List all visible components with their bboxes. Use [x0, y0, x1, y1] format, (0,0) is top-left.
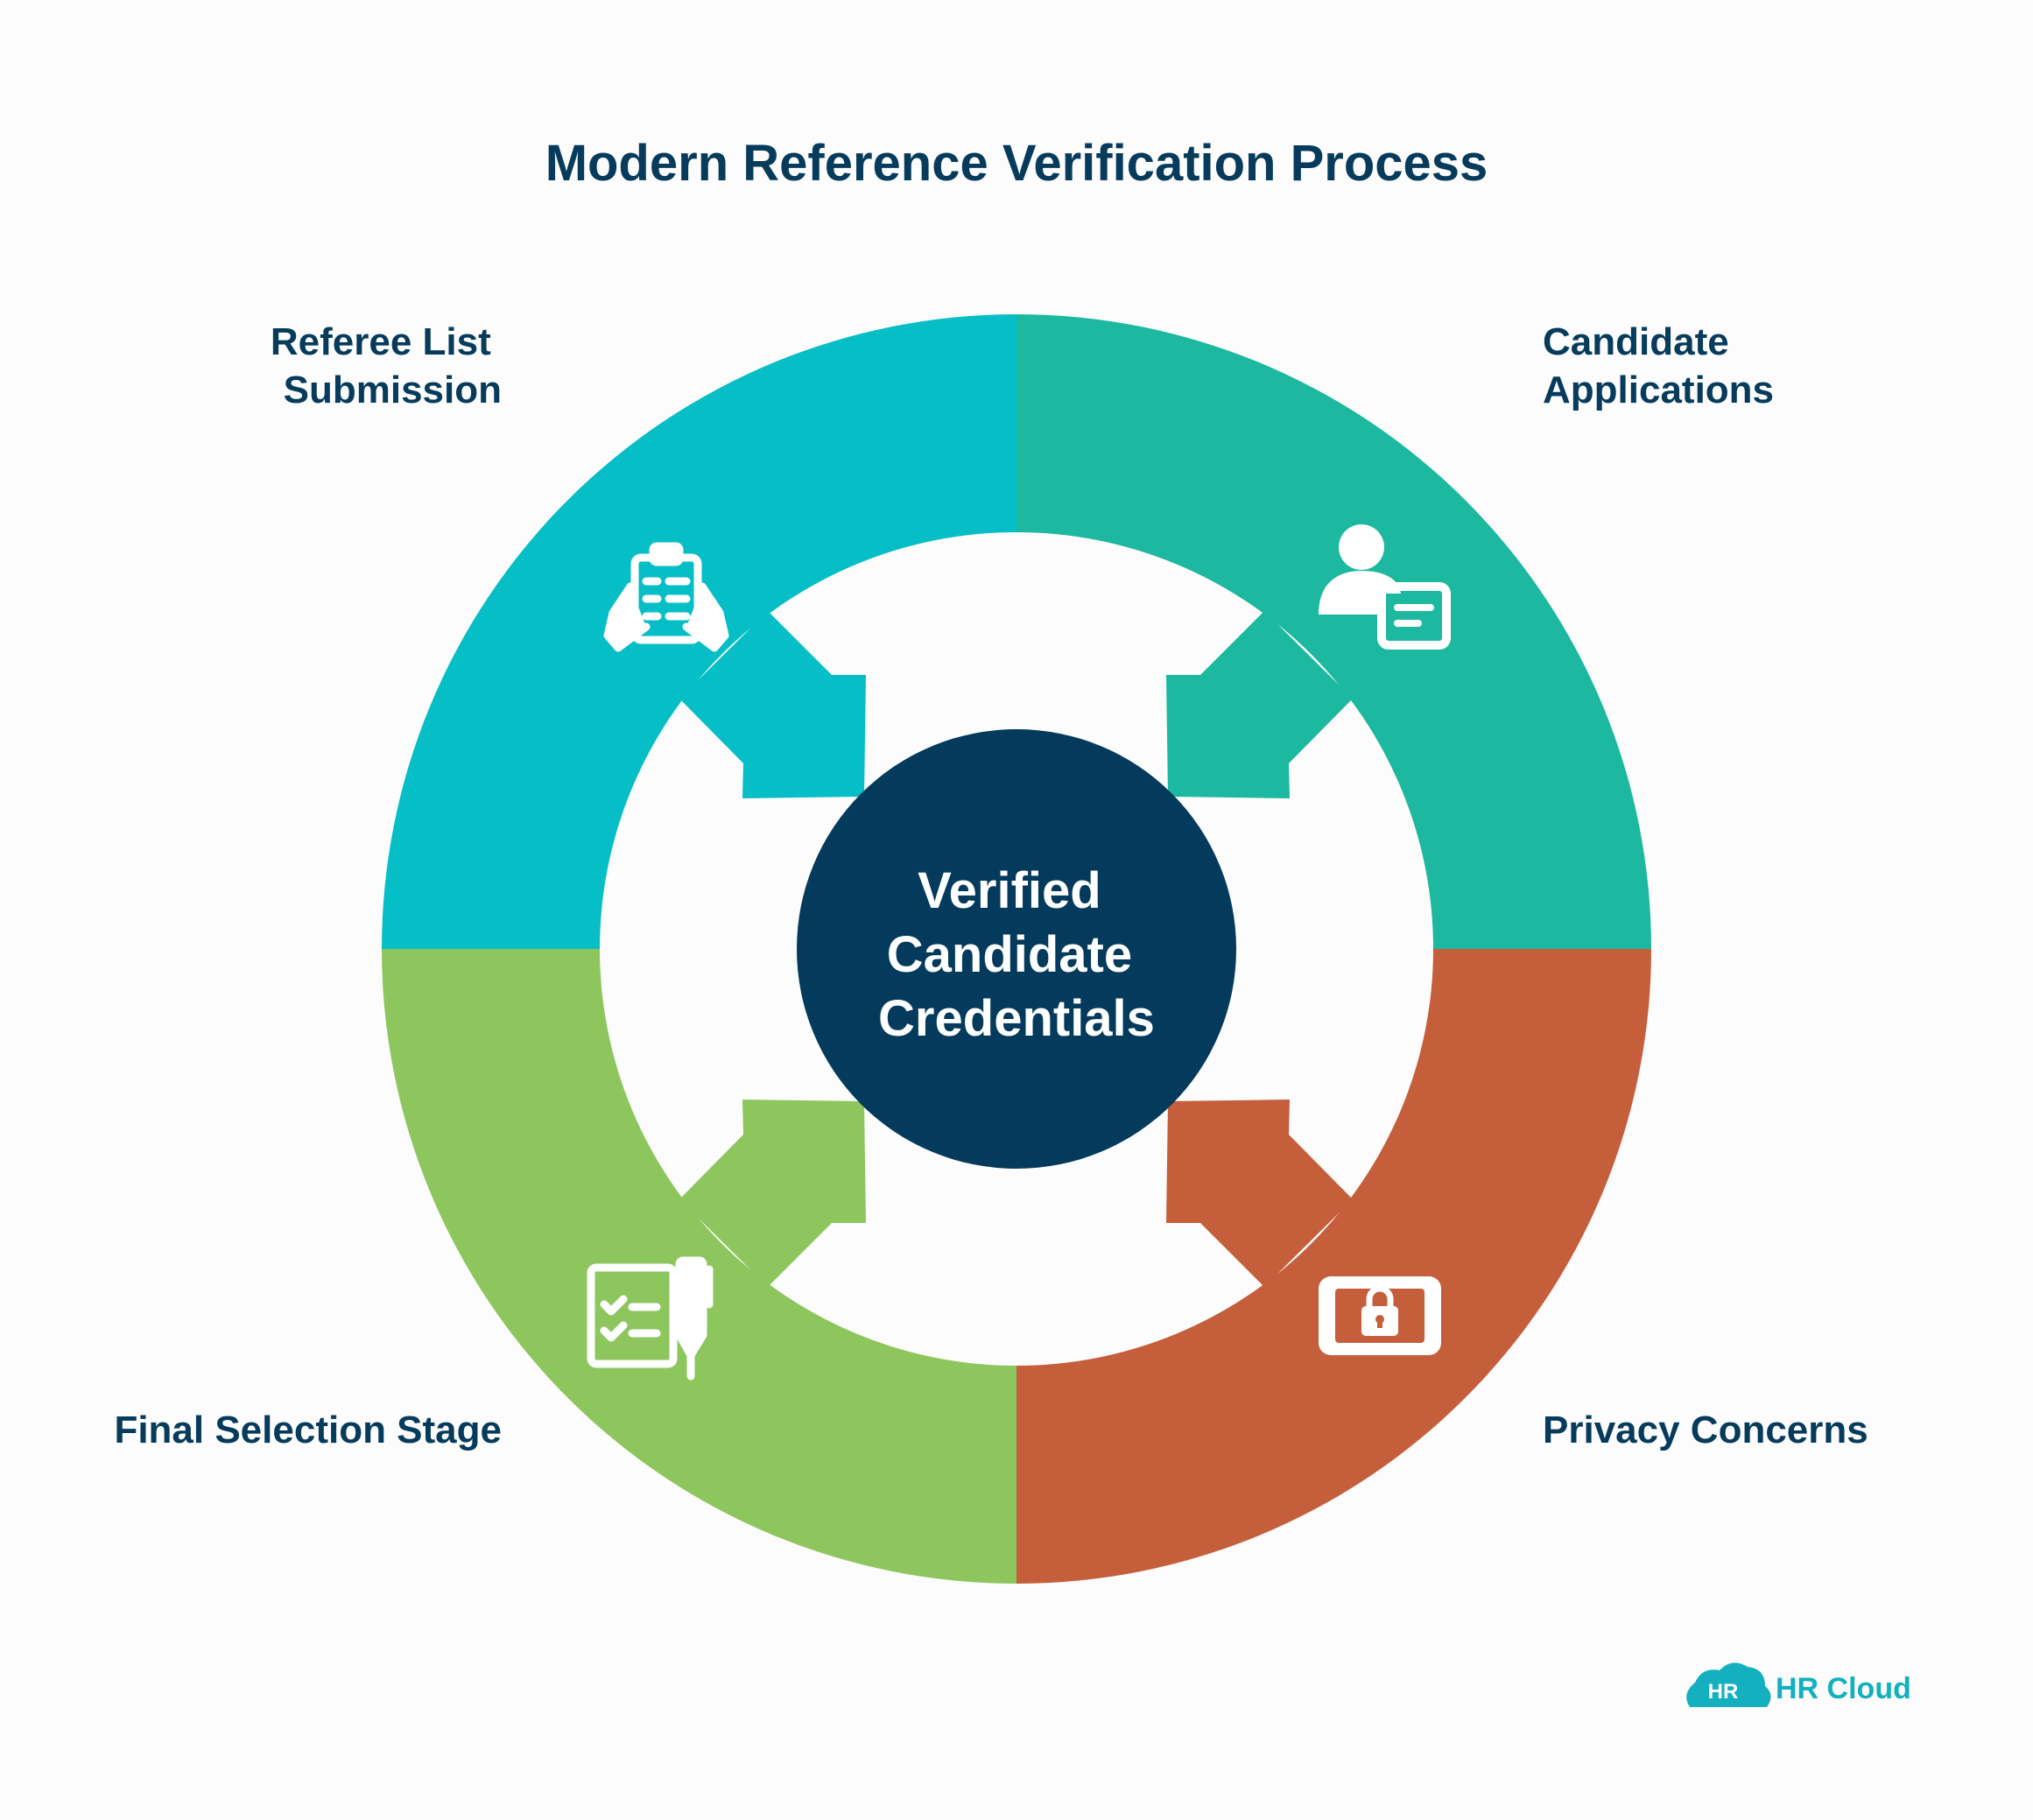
- center-line-2: Candidate: [887, 926, 1132, 983]
- hr-cloud-logo: HR HR Cloud: [1686, 1662, 1911, 1707]
- diagram-title: Modern Reference Verification Process: [545, 135, 1488, 192]
- logo-badge: HR: [1708, 1680, 1739, 1704]
- label-privacy-concerns: Privacy Concerns: [1543, 1409, 1868, 1451]
- arrow-bottom-right: [1166, 1100, 1353, 1287]
- arrow-top-left: [679, 611, 866, 798]
- center-line-1: Verified: [918, 862, 1101, 919]
- quadrant-privacy-concerns: [1016, 949, 1651, 1584]
- cloud-icon: [1686, 1662, 1771, 1707]
- person-document-icon: [1319, 524, 1451, 650]
- logo-text: HR Cloud: [1776, 1672, 1911, 1705]
- checklist-pen-icon: [587, 1256, 714, 1381]
- label-referee-list-submission: Referee List Submission: [271, 320, 502, 411]
- center-circle: [797, 729, 1236, 1169]
- label-candidate-applications: Candidate Applications: [1543, 320, 1774, 411]
- center-text: Verified Candidate Credentials: [878, 862, 1155, 1047]
- label-final-selection-stage: Final Selection Stage: [114, 1409, 502, 1451]
- arrow-top-right: [1166, 611, 1353, 798]
- clipboard-hands-icon: [603, 542, 729, 652]
- center-line-3: Credentials: [878, 990, 1155, 1047]
- arrow-bottom-left: [679, 1100, 866, 1287]
- arrows: [679, 611, 1353, 1287]
- lock-screen-icon: [1319, 1276, 1441, 1355]
- quadrant-candidate-applications: [1016, 314, 1651, 949]
